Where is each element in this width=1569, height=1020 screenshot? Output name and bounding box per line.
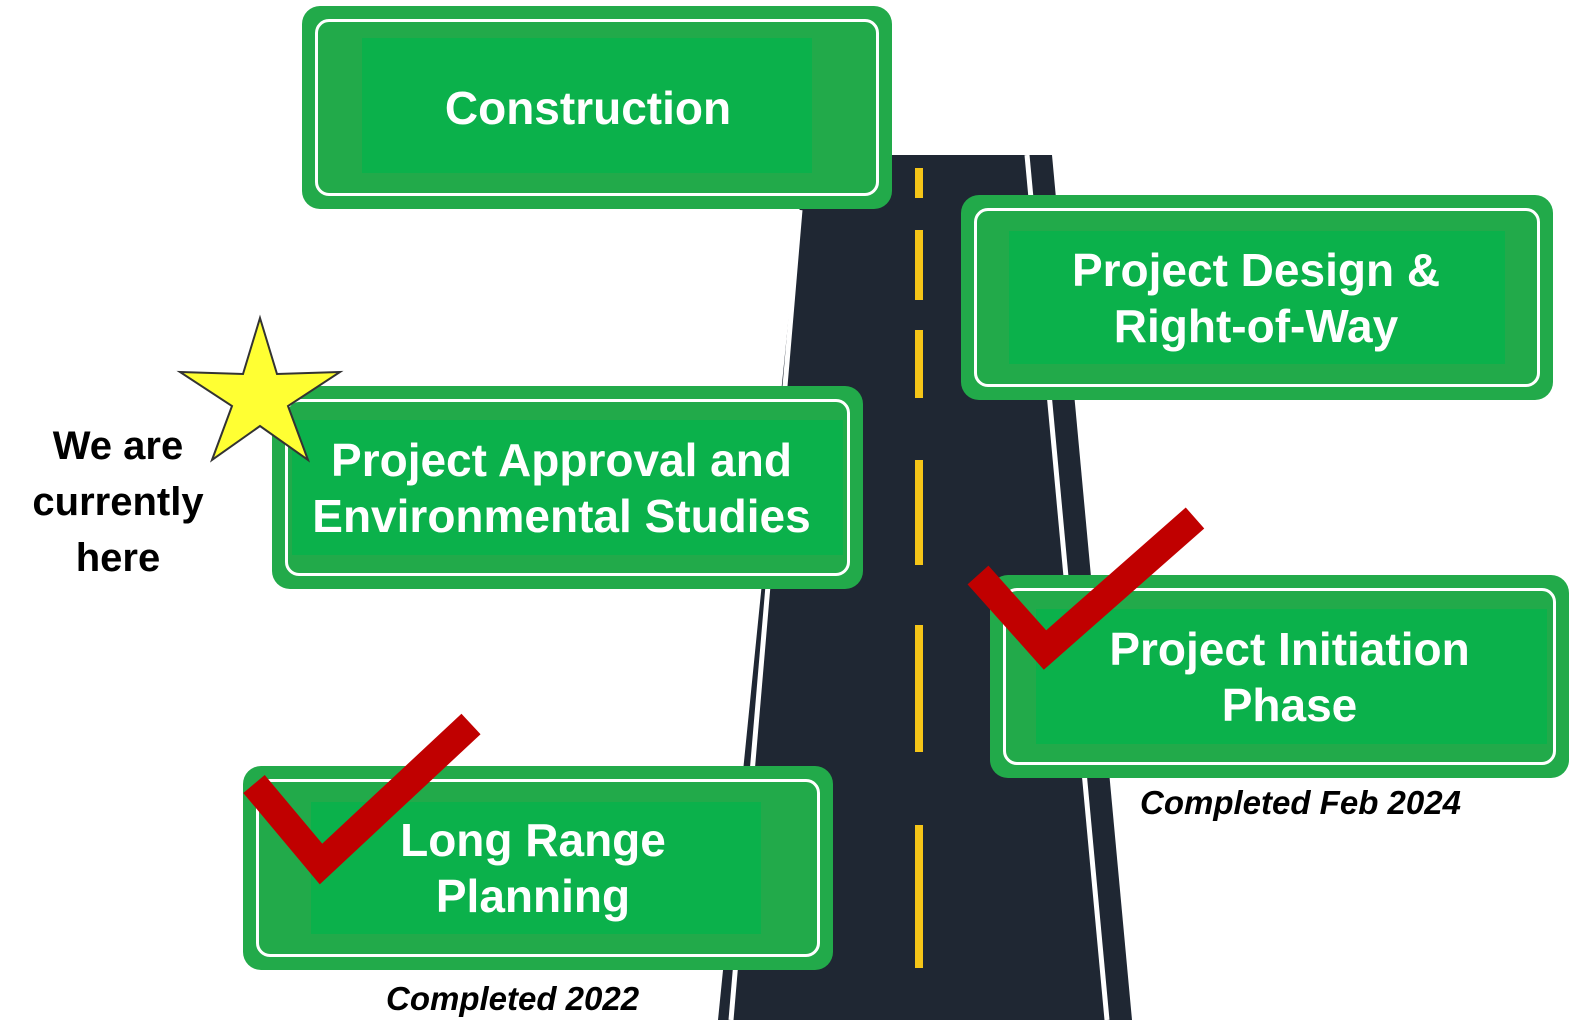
star-icon [176,314,344,463]
sign-border [256,779,820,957]
current-position-line1: We are [52,424,184,468]
sign-initiation-line1: Project Initiation [1109,622,1470,675]
sign-construction-text: Construction [444,81,732,134]
sign-border [974,208,1540,387]
sign-project-design: Project Design & Right-of-Way [961,195,1553,400]
sign-approval-line2: Environmental Studies [312,489,811,542]
sign-inner-panel [311,802,761,934]
current-position-line2: currently [32,480,204,524]
sign-label: Long Range Planning [400,812,666,924]
sign-planning-line2: Planning [435,870,631,922]
current-position-label: We are currently here [0,418,236,586]
sign-initiation-line2: Phase [1221,678,1358,731]
sign-border [1003,588,1556,765]
sign-label: Construction [445,80,731,136]
sign-label: Project Design & Right-of-Way [1072,242,1440,354]
sign-label: Project Approval and Environmental Studi… [312,432,810,544]
sign-label: Project Initiation Phase [1109,621,1469,733]
sign-inner-panel [1036,609,1547,744]
sign-inner-panel [292,420,843,555]
sign-design-line1: Project Design & [1071,243,1441,296]
sign-design-line2: Right-of-Way [1113,299,1399,352]
sign-border [285,399,850,576]
sign-long-range-planning: Long Range Planning [243,766,833,970]
sign-inner-panel [1009,231,1505,364]
sign-border [315,19,879,196]
sign-inner-panel [362,38,812,173]
sign-construction: Construction [302,6,892,209]
sign-approval-line1: Project Approval and [331,433,792,486]
checkmark-icon-planning [243,713,481,885]
sign-planning-line1: Long Range [400,814,666,866]
planning-completed-note: Completed 2022 [386,980,640,1017]
initiation-completed-note: Completed Feb 2024 [1140,784,1461,821]
current-position-line3: here [75,536,161,580]
sign-project-approval: Project Approval and Environmental Studi… [272,386,863,589]
checkmark-icon-initiation [967,507,1205,670]
